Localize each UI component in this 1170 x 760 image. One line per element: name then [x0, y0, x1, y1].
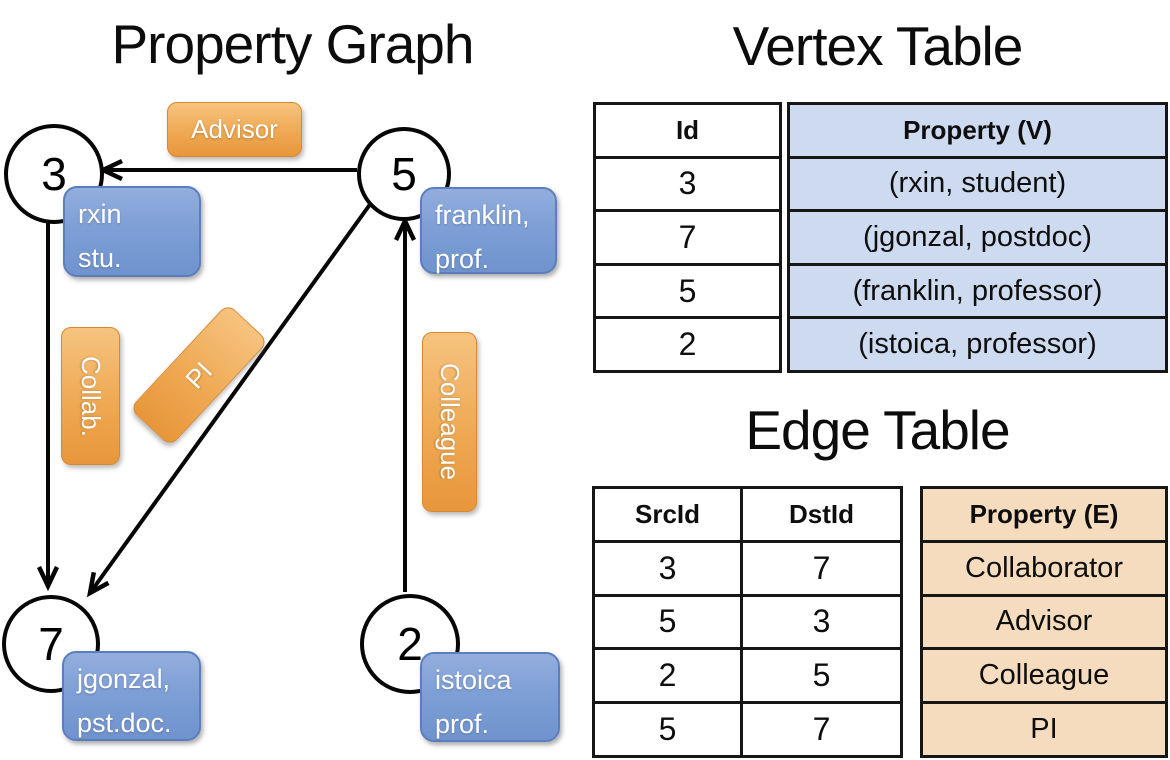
vertex-label-jgonzal-line1: jgonzal, — [77, 664, 171, 694]
vertex-label-rxin-line1: rxin — [78, 199, 122, 229]
table-row: 5 — [596, 266, 779, 320]
edge-dstid-cell: 7 — [812, 549, 831, 586]
edge-srcid-header: SrcId — [595, 489, 743, 540]
edge-srcid-cell: 5 — [595, 596, 743, 648]
table-row: 2 — [596, 319, 779, 370]
table-row: PI — [923, 704, 1165, 755]
edge-dstid-cell: 5 — [812, 657, 831, 694]
edge-dstid-cell: 3 — [812, 603, 831, 640]
edge-property-cell: Advisor — [995, 605, 1093, 638]
table-row: (franklin, professor) — [790, 266, 1165, 320]
table-row: 3 — [596, 159, 779, 213]
table-row: 5 3 — [595, 596, 900, 651]
vertex-property-cell: (rxin, student) — [888, 167, 1067, 200]
table-row: 5 7 — [595, 704, 900, 755]
table-row: (istoica, professor) — [790, 319, 1165, 370]
edge-srcid-cell: 5 — [595, 704, 743, 755]
vertex-label-franklin: franklin, prof. — [420, 187, 557, 274]
vertex-label-istoica: istoica prof. — [420, 652, 560, 742]
table-row: Property (V) — [790, 105, 1165, 159]
vertex-table-title: Vertex Table — [732, 15, 1024, 77]
vertex-property-cell: (franklin, professor) — [852, 274, 1103, 307]
table-row: SrcId DstId — [595, 489, 900, 543]
edge-label-advisor: Advisor — [167, 102, 302, 157]
graph-node-2: 2 — [360, 594, 460, 694]
edge-property-cell: Colleague — [978, 659, 1110, 692]
edge-label-collab-text: Collab. — [76, 355, 106, 437]
table-row: Id — [596, 105, 779, 159]
vertex-property-cell: (istoica, professor) — [858, 328, 1097, 361]
edge-table-id-columns: SrcId DstId 3 7 5 3 2 5 5 7 — [592, 486, 903, 758]
edge-srcid-cell: 3 — [595, 542, 743, 594]
vertex-id-header: Id — [675, 114, 700, 145]
vertex-label-rxin-line2: stu. — [78, 243, 122, 273]
table-row: 2 5 — [595, 650, 900, 705]
edge-table-property-column: Property (E) Collaborator Advisor Collea… — [920, 486, 1168, 758]
table-row: Advisor — [923, 597, 1165, 651]
edge-label-colleague: Colleague — [422, 332, 477, 512]
table-row: 7 — [596, 212, 779, 266]
edge-dstid-cell: 7 — [812, 711, 831, 748]
edge-srcid-cell: 2 — [595, 650, 743, 702]
vertex-table-property-column: Property (V) (rxin, student) (jgonzal, p… — [787, 102, 1168, 373]
edge-property-header: Property (E) — [969, 498, 1119, 529]
edge-label-colleague-text: Colleague — [435, 363, 465, 481]
vertex-label-istoica-line2: prof. — [435, 709, 490, 739]
edge-label-pi-text: PI — [179, 355, 218, 394]
vertex-label-rxin: rxin stu. — [63, 186, 201, 277]
graph-edges-layer — [0, 0, 585, 760]
vertex-property-header: Property (V) — [903, 114, 1052, 145]
table-row: 3 7 — [595, 542, 900, 597]
edge-property-cell: PI — [1030, 713, 1058, 746]
table-row: (jgonzal, postdoc) — [790, 212, 1165, 266]
property-graph-title: Property Graph — [111, 13, 474, 75]
table-row: Colleague — [923, 650, 1165, 705]
vertex-label-franklin-line1: franklin, — [435, 200, 530, 230]
table-row: Collaborator — [923, 543, 1165, 597]
vertex-table-id-column: Id 3 7 5 2 — [593, 102, 782, 373]
vertex-id-cell: 7 — [678, 218, 697, 255]
vertex-property-cell: (jgonzal, postdoc) — [863, 220, 1092, 253]
vertex-label-franklin-line2: prof. — [435, 244, 490, 274]
vertex-id-cell: 3 — [678, 165, 697, 202]
edge-label-advisor-text: Advisor — [191, 114, 278, 144]
vertex-label-jgonzal-line2: pst.doc. — [77, 708, 172, 738]
edge-property-cell: Collaborator — [965, 551, 1123, 584]
edge-dstid-header: DstId — [789, 498, 854, 529]
table-row: Property (E) — [923, 489, 1165, 543]
edge-table-title: Edge Table — [745, 399, 1010, 461]
edge-label-collab: Collab. — [61, 327, 120, 465]
vertex-id-cell: 5 — [678, 272, 697, 309]
edge-arrow-5-to-7 — [90, 201, 373, 593]
table-row: (rxin, student) — [790, 159, 1165, 213]
vertex-label-istoica-line1: istoica — [435, 665, 512, 695]
vertex-id-cell: 2 — [678, 326, 697, 363]
vertex-label-jgonzal: jgonzal, pst.doc. — [62, 651, 201, 741]
